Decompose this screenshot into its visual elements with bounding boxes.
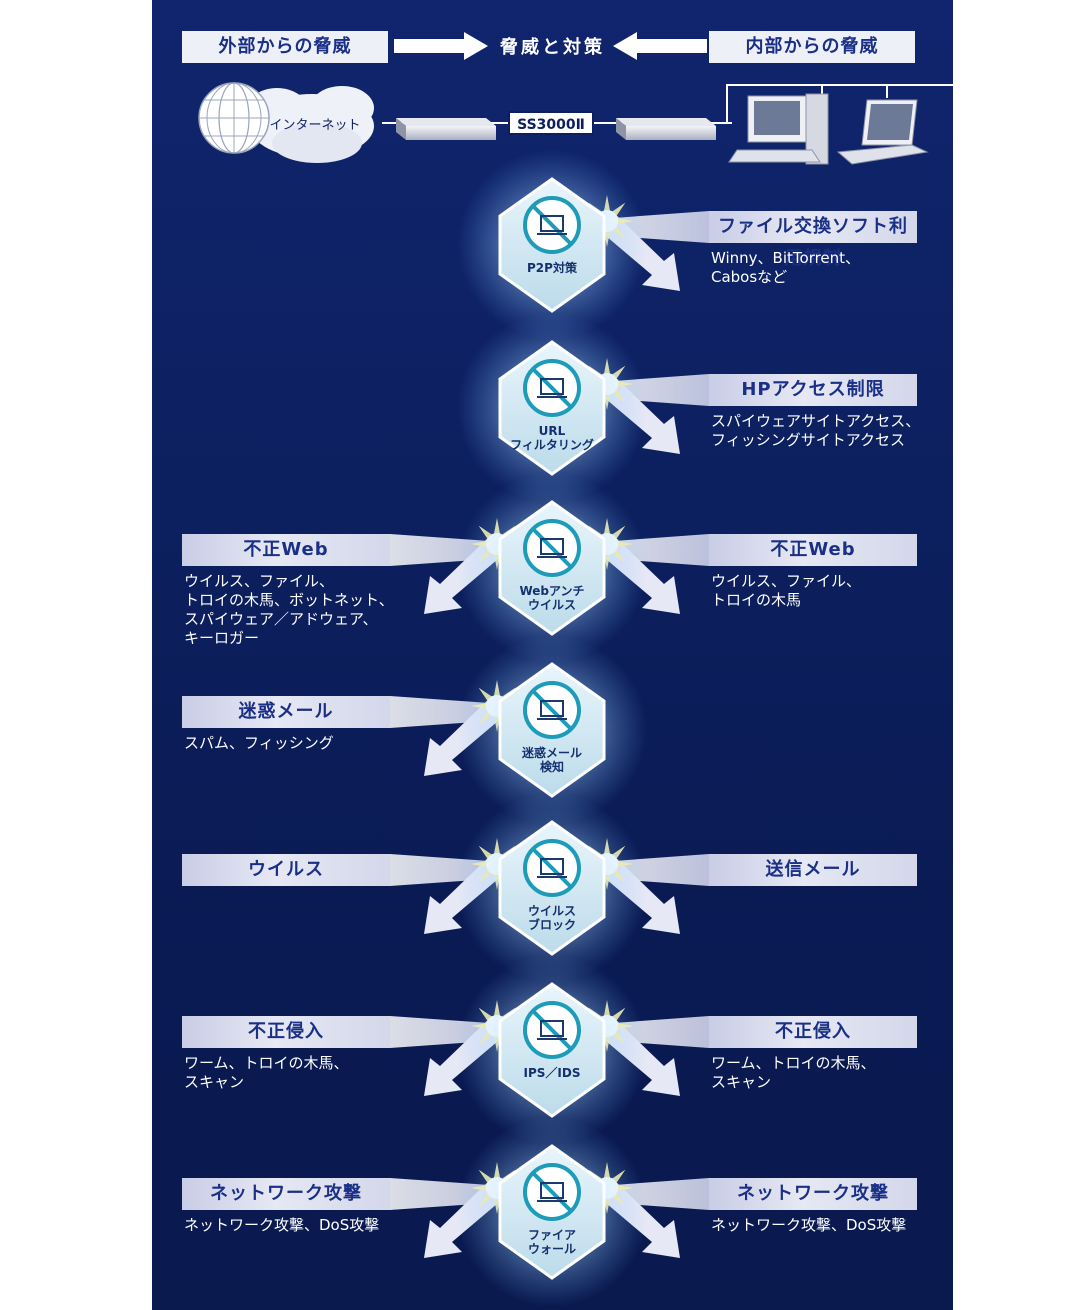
- defense-virus: [390, 793, 709, 983]
- diagram-panel: 外部からの脅威 脅威と対策 内部からの脅威 インターネット SS3000Ⅱ P2…: [152, 0, 953, 1310]
- threat-title-virus-left: ウイルス: [182, 854, 390, 886]
- eye-prohibited-icon: [523, 359, 581, 417]
- threat-title-ips-right: 不正侵入: [709, 1016, 917, 1048]
- defense-ips: [390, 955, 709, 1145]
- threat-title-virus-right: 送信メール: [709, 854, 917, 886]
- defense-label-url: URL フィルタリング: [510, 424, 594, 452]
- center-title: 脅威と対策: [500, 37, 605, 58]
- diagram-art: [198, 32, 953, 1307]
- p2p-prohibited-icon: [523, 196, 581, 254]
- virus-prohibited-icon: [523, 839, 581, 897]
- threat-desc-fw-left: ネットワーク攻撃、DoS攻撃: [184, 1216, 380, 1234]
- threat-title-fw-left: ネットワーク攻撃: [182, 1178, 390, 1210]
- internet-label: インターネット: [269, 118, 361, 133]
- threat-title-spam-left: 迷惑メール: [182, 696, 390, 728]
- desktop-pc-icon: [728, 93, 829, 165]
- laptop-icon: [836, 99, 929, 165]
- router-left: [396, 118, 496, 140]
- threat-desc-web-left: ウイルス、ファイル、 トロイの木馬、ボットネット、 スパイウェア／アドウェア、 …: [184, 572, 394, 647]
- threat-title-web-left: 不正Web: [182, 534, 390, 566]
- web-skull-prohibited-icon: [523, 519, 581, 577]
- defense-label-fw: ファイア ウォール: [527, 1228, 576, 1256]
- defense-label-web: Webアンチ ウイルス: [519, 584, 585, 612]
- defense-web: [390, 473, 709, 663]
- external-threat-label: 外部からの脅威: [182, 31, 388, 63]
- defense-spam: [390, 635, 647, 825]
- router-right: [616, 118, 716, 140]
- threat-title-url-right: HPアクセス制限: [709, 374, 917, 406]
- defense-fw: [390, 1117, 709, 1307]
- threat-desc-fw-right: ネットワーク攻撃、DoS攻撃: [711, 1216, 907, 1234]
- threat-desc-spam-left: スパム、フィッシング: [184, 734, 334, 752]
- defense-label-p2p: P2P対策: [527, 261, 577, 275]
- intruder-prohibited-icon: [523, 1001, 581, 1059]
- threat-desc-url-right: スパイウェアサイトアクセス、 フィッシングサイトアクセス: [711, 412, 921, 449]
- arrow-to-center-right: [613, 32, 707, 60]
- threat-desc-web-right: ウイルス、ファイル、 トロイの木馬: [711, 572, 862, 609]
- threat-desc-ips-left: ワーム、トロイの木馬、 スキャン: [184, 1054, 349, 1091]
- threat-title-ips-left: 不正侵入: [182, 1016, 390, 1048]
- threat-desc-p2p-right: Winny、BitTorrent、 Cabosなど: [711, 249, 861, 286]
- defense-p2p: [457, 150, 709, 340]
- firewall-prohibited-icon: [523, 1163, 581, 1221]
- threat-title-web-right: 不正Web: [709, 534, 917, 566]
- arrow-to-center-left: [394, 32, 488, 60]
- defense-label-virus: ウイルス ブロック: [527, 904, 576, 932]
- threat-desc-ips-right: ワーム、トロイの木馬、 スキャン: [711, 1054, 876, 1091]
- device-label: SS3000Ⅱ: [508, 111, 594, 135]
- defense-label-spam: 迷惑メール 検知: [521, 746, 582, 774]
- threat-title-fw-right: ネットワーク攻撃: [709, 1178, 917, 1210]
- globe-icon: [198, 82, 270, 154]
- defense-label-ips: IPS／IDS: [523, 1066, 581, 1080]
- mail-prohibited-icon: [523, 681, 581, 739]
- defense-url: [457, 313, 709, 503]
- threat-title-p2p-right: ファイル交換ソフト利用規制: [709, 211, 917, 269]
- internal-threat-label: 内部からの脅威: [709, 31, 915, 63]
